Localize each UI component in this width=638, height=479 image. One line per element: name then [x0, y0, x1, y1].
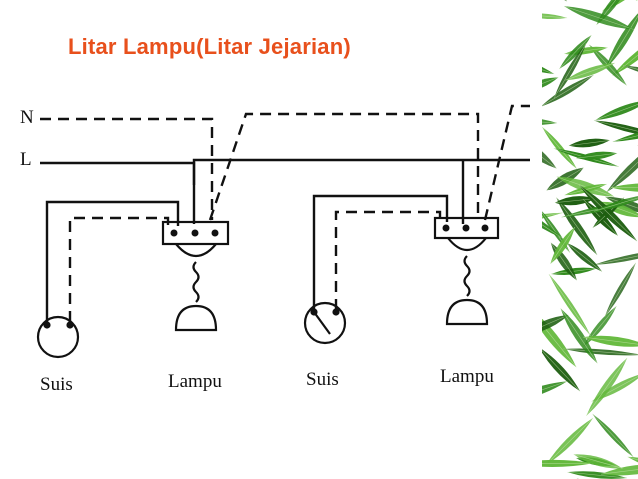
bamboo-leaf-vein [559, 34, 592, 70]
bamboo-leaf-vein [605, 8, 638, 69]
bamboo-leaf-vein [542, 74, 594, 107]
flex-cord-2 [463, 255, 471, 297]
switch-1-label: Suis [40, 374, 73, 395]
bamboo-leaf-vein [592, 413, 634, 458]
switch-1 [36, 315, 80, 359]
bamboo-leaf-vein [553, 43, 587, 99]
bamboo-leaf [542, 50, 555, 74]
bamboo-leaf [542, 117, 558, 126]
switch-2 [303, 301, 347, 345]
wiring-diagram: N L [20, 104, 530, 395]
bamboo-leaf-vein [554, 198, 596, 204]
switch-2-wire-solid [312, 194, 449, 310]
neutral-extension [483, 104, 530, 221]
bamboo-leaf-vein [573, 454, 623, 469]
rose-terminals-2 [442, 224, 489, 232]
bamboo-leaf [623, 65, 638, 78]
slide-title: Litar Lampu(Litar Jejarian) [68, 34, 351, 59]
bamboo-leaf-vein [567, 471, 628, 479]
bamboo-leaf-vein [563, 348, 638, 356]
neutral-label: N [20, 107, 34, 128]
switch-2-wire-dashed [334, 210, 442, 310]
bamboo-leaf-vein [578, 184, 638, 242]
bamboo-leaf [542, 381, 568, 403]
bamboo-leaf-vein [560, 308, 598, 364]
bamboo-leaf-vein [542, 380, 568, 403]
bamboo-leaf-vein [576, 152, 618, 159]
bamboo-leaf-vein [542, 126, 578, 170]
rose-terminals-1 [170, 229, 219, 237]
lamp-2 [433, 216, 500, 326]
bamboo-leaf-vein [550, 226, 576, 265]
neutral-branch-1 [208, 112, 480, 221]
switch-1-wire-dashed [68, 216, 170, 322]
bamboo-leaf-vein [548, 273, 591, 336]
bamboo-leaf-vein [623, 65, 638, 78]
bamboo-leaf-vein [595, 99, 638, 121]
bamboo-leaf-vein [583, 336, 638, 346]
neutral-wire [40, 117, 214, 220]
switch-2-label: Suis [306, 369, 339, 390]
bamboo-leaf-vein [604, 196, 638, 215]
bamboo-leaf-vein [542, 14, 568, 19]
bamboo-leaf-vein [542, 346, 581, 392]
bamboo-leaf-vein [601, 465, 638, 475]
rose-base-1 [175, 243, 217, 258]
bamboo-leaf-vein [545, 417, 594, 466]
bamboo-leaf-vein [542, 314, 569, 336]
bamboo-leaf-vein [594, 194, 638, 212]
rose-base-2 [447, 237, 487, 252]
lamp-shade-1 [174, 304, 218, 332]
live-label: L [20, 149, 32, 170]
ceiling-rose-2 [433, 216, 500, 240]
bamboo-leaf-vein [542, 212, 563, 228]
bamboo-leaf-vein [606, 141, 638, 193]
bamboo-leaf-vein [565, 62, 615, 81]
bamboo-leaf [610, 183, 638, 193]
bamboo-leaf-vein [556, 197, 598, 256]
bamboo-leaf-vein [627, 456, 638, 474]
bamboo-leaf-vein [542, 77, 559, 94]
bamboo-leaf-vein [563, 5, 634, 30]
bamboo-leaf-vein [568, 140, 610, 146]
bamboo-leaf-vein [542, 119, 558, 124]
switch-1-wire-solid [45, 200, 180, 322]
bamboo-leaf-vein [542, 134, 557, 169]
bamboo-leaf-vein [593, 248, 638, 266]
live-wire [40, 161, 196, 224]
flex-cord-1 [192, 261, 200, 303]
bamboo-leaf-vein [612, 123, 638, 142]
lamp-2-label: Lampu [440, 366, 494, 387]
lamp-shade-2 [445, 298, 489, 326]
ceiling-rose-1 [161, 220, 230, 246]
bamboo-leaf-vein [542, 50, 555, 75]
bamboo-leaf-vein [586, 357, 628, 417]
bamboo-leaf-vein [583, 305, 617, 347]
bamboo-leaf [595, 99, 638, 121]
bamboo-leaf-vein [599, 201, 638, 218]
bamboo-leaf-vein [550, 242, 578, 281]
bamboo-leaf-vein [542, 0, 568, 2]
bamboo-leaf-vein [566, 242, 603, 272]
live-bus [192, 158, 530, 185]
lamp-1-label: Lampu [168, 371, 222, 392]
bamboo-leaf-vein [604, 262, 637, 317]
bamboo-leaf-vein [542, 305, 577, 368]
bamboo-leaf-vein [593, 120, 638, 139]
bamboo-leaf-vein [542, 204, 562, 239]
bamboo-leaves-decoration [542, 0, 638, 479]
lamp-1 [161, 220, 230, 332]
